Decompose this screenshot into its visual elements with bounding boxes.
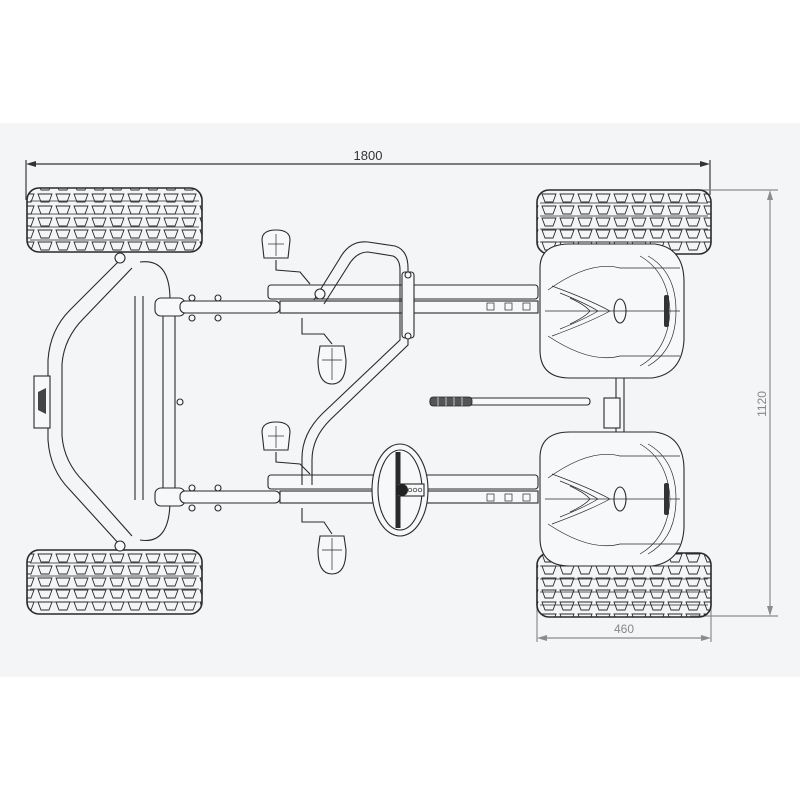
dimension-length	[25, 160, 711, 200]
dimension-rear-wheel-label: 460	[614, 622, 634, 636]
front-bumper-frame	[33, 252, 184, 552]
steering-wheel	[371, 443, 429, 537]
front-right-wheel	[26, 549, 203, 615]
pedals-lower	[261, 421, 347, 575]
hand-brake-lever	[429, 396, 621, 429]
seat-right	[539, 431, 685, 567]
front-left-wheel	[26, 187, 203, 253]
dimension-width	[690, 189, 778, 617]
dimension-length-label: 1800	[354, 148, 383, 163]
dimension-width-label: 1120	[755, 391, 769, 417]
seat-left	[539, 243, 685, 379]
pedals-upper	[261, 229, 347, 385]
steering-column	[301, 241, 415, 485]
